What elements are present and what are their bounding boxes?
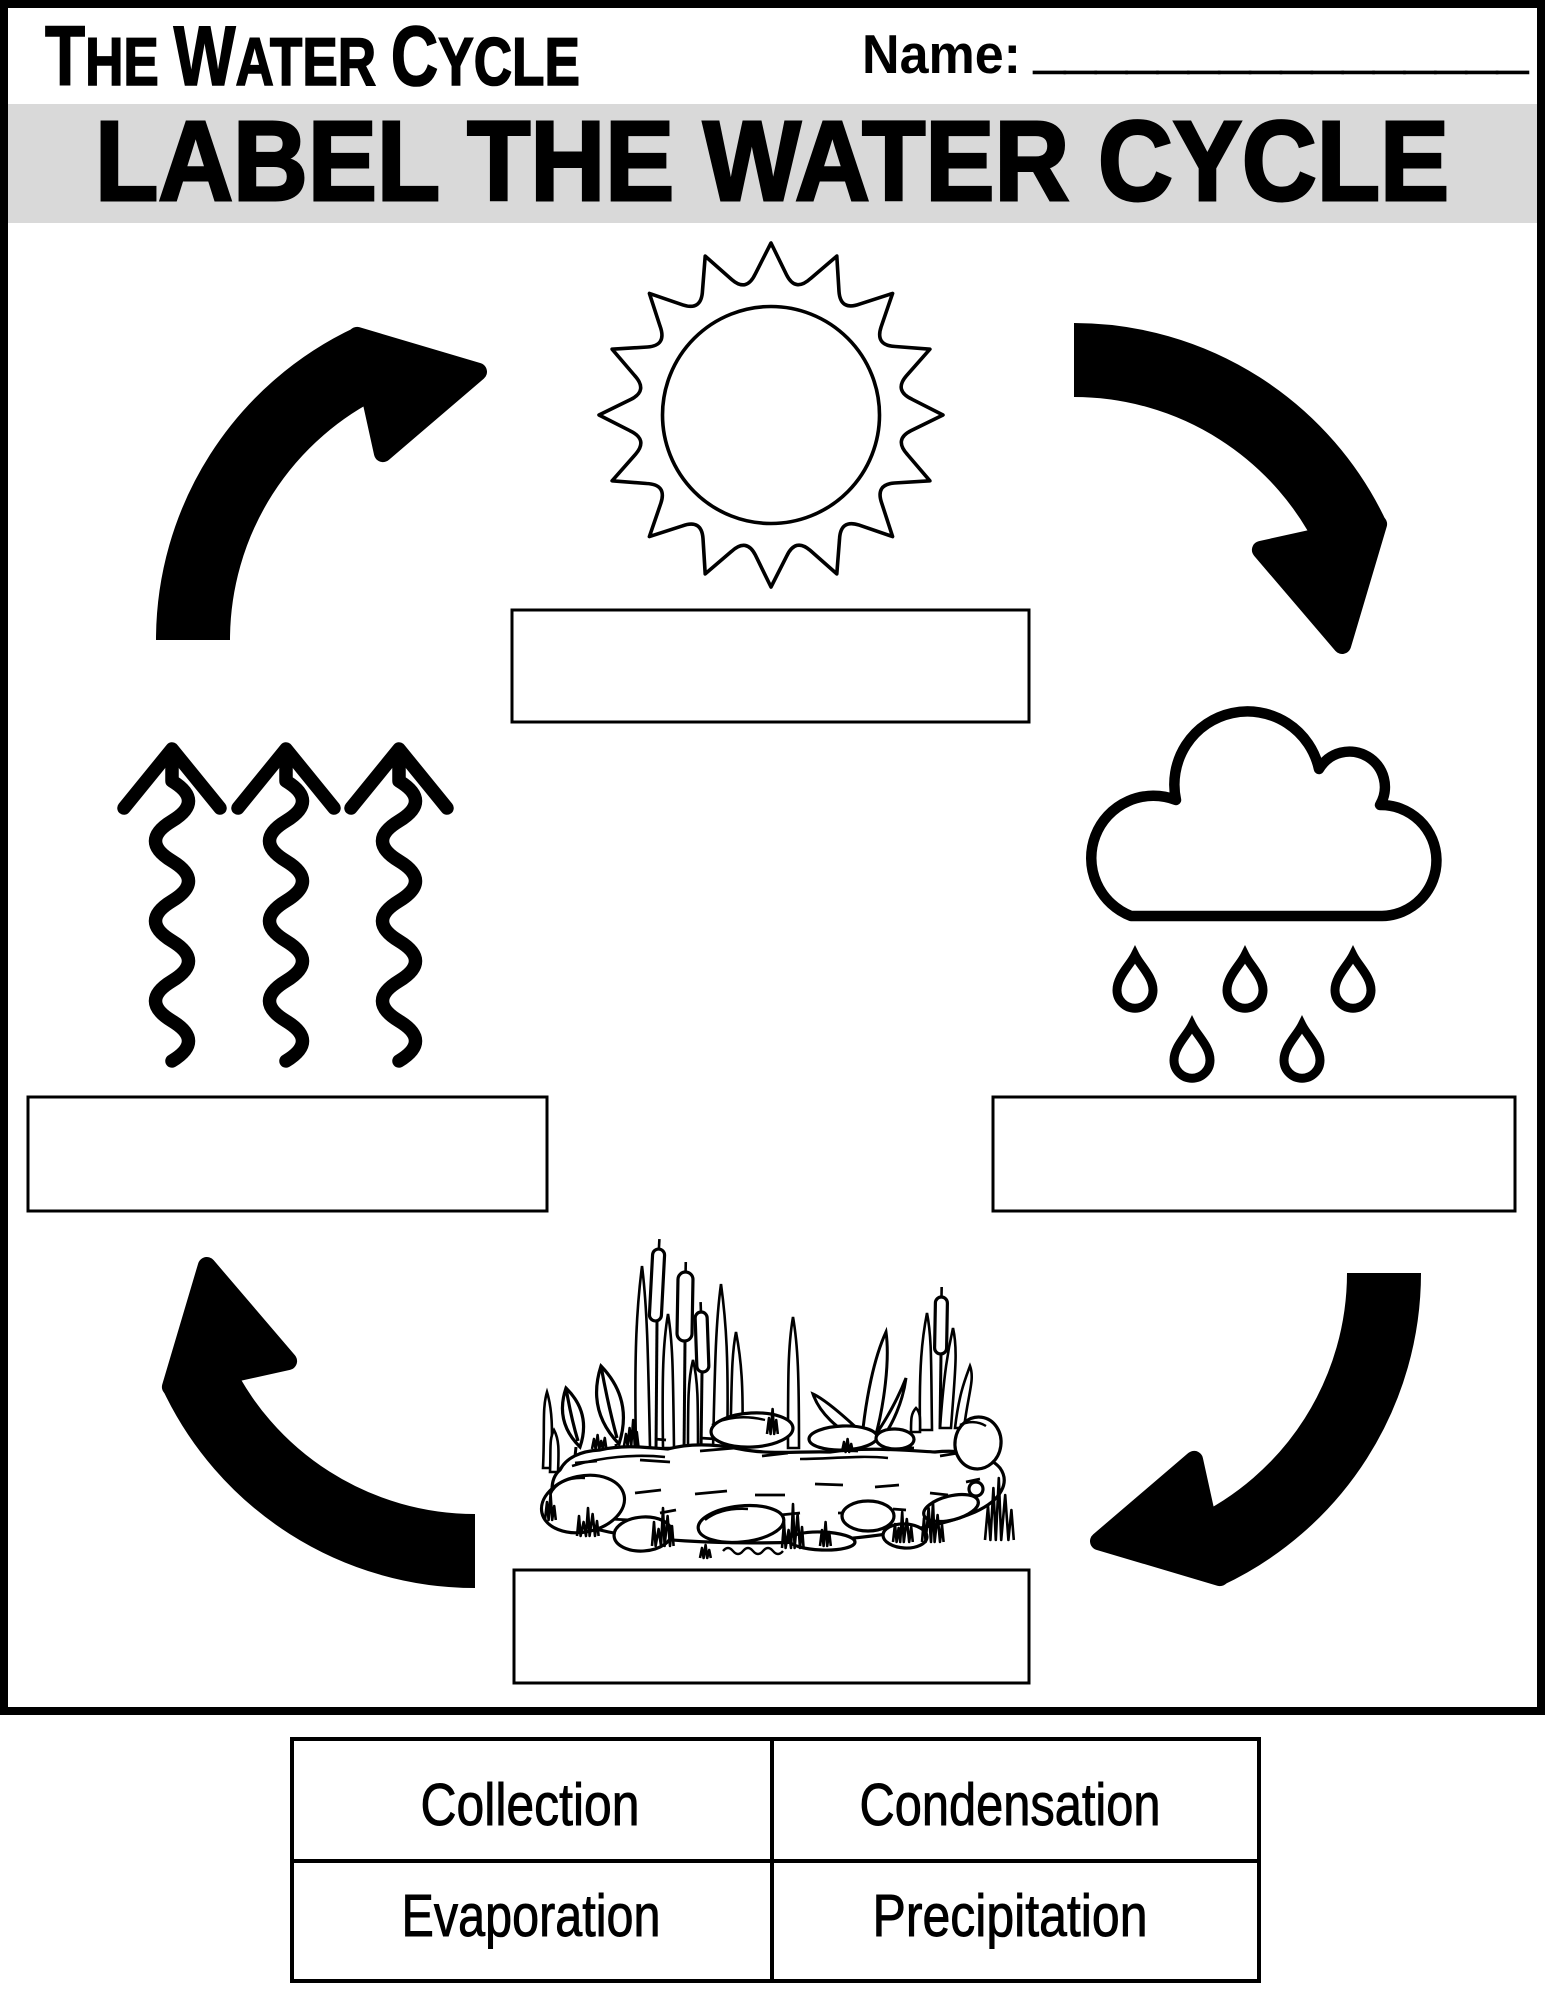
svg-text:Name:: Name: [862, 23, 1021, 85]
svg-text:Evaporation: Evaporation [402, 1883, 661, 1949]
svg-text:THE WATER CYCLE: THE WATER CYCLE [45, 9, 580, 103]
svg-text:Condensation: Condensation [860, 1772, 1161, 1838]
svg-text:Collection: Collection [421, 1772, 640, 1838]
svg-text:LABEL THE WATER CYCLE: LABEL THE WATER CYCLE [95, 98, 1449, 224]
svg-text:Precipitation: Precipitation [873, 1883, 1148, 1949]
svg-text:________________: ________________ [1033, 17, 1529, 79]
